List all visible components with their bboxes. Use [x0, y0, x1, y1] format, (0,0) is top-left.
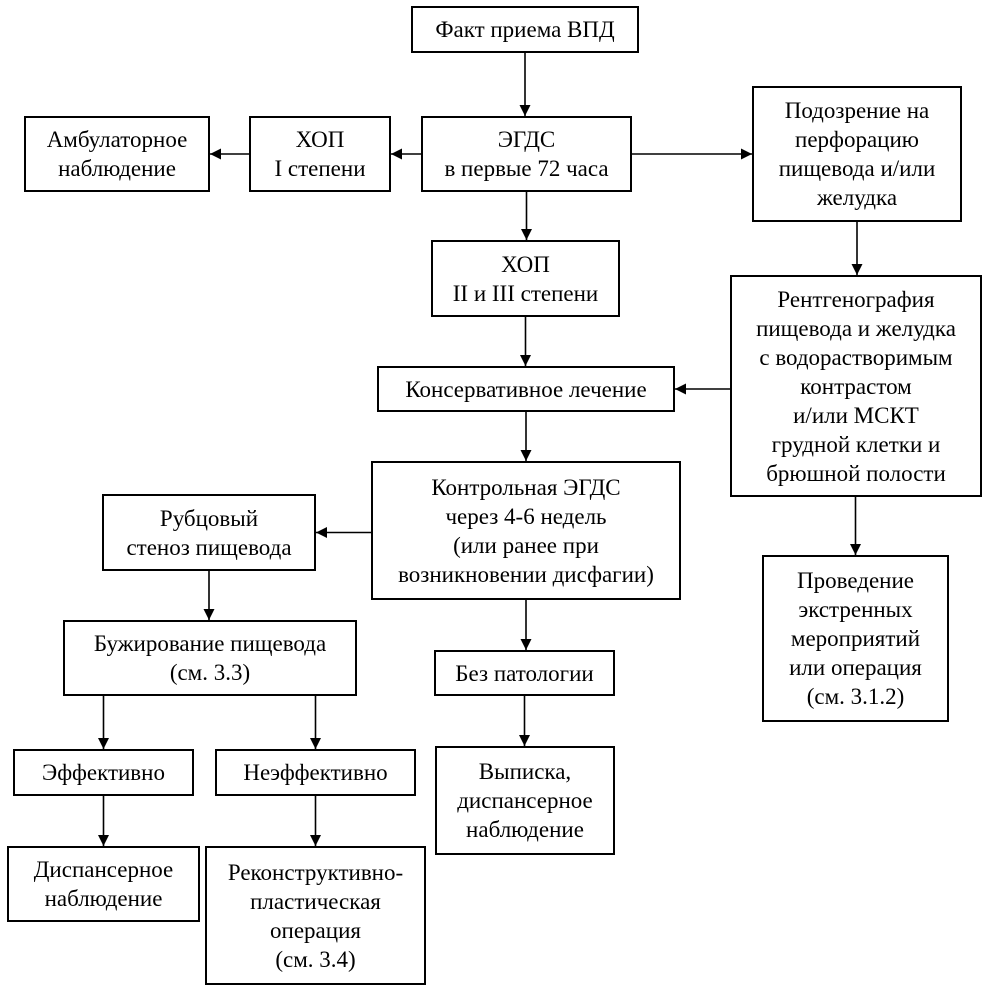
node-ambulatory-line: Амбулаторное: [46, 127, 188, 152]
node-no-pathology: Без патологии: [434, 650, 615, 696]
node-ambulatory-line: наблюдение: [58, 156, 176, 181]
node-ambulatory-text: Амбулаторное наблюдение: [47, 125, 188, 183]
node-control-egds-line: (или ранее при: [453, 532, 599, 558]
node-control-egds: Контрольная ЭГДС через 4-6 недель (или р…: [371, 461, 681, 600]
node-hop1: ХОП I степени: [249, 116, 391, 192]
node-discharge-line: наблюдение: [466, 817, 584, 842]
node-hop1-text: ХОП I степени: [274, 125, 365, 183]
node-discharge-line: Выписка,: [478, 759, 572, 784]
node-ineffective-text: Неэффективно: [243, 758, 387, 787]
node-conservative-text: Консервативное лечение: [405, 375, 646, 404]
node-xray-line: пищевода и желудка: [756, 315, 956, 341]
node-emergency-line: экстренных: [798, 597, 913, 622]
node-perforation-line: перфорацию: [795, 127, 919, 152]
node-no-pathology-line: Без патологии: [455, 660, 594, 686]
node-effective: Эффективно: [13, 749, 194, 796]
node-perforation-line: Подозрение на: [784, 98, 930, 123]
node-dispensary-line: Диспансерное: [33, 857, 174, 882]
node-intake-line: Факт приема ВПД: [435, 17, 615, 42]
node-hop23-line: II и III степени: [452, 280, 599, 306]
node-xray-line: с водорастворимым: [759, 344, 953, 370]
node-stenosis-line: Рубцовый: [159, 505, 259, 531]
node-xray-line: брюшной полости: [766, 460, 946, 486]
node-ineffective-line: Неэффективно: [243, 760, 388, 785]
node-emergency: Проведение экстренных мероприятий или оп…: [762, 555, 949, 722]
node-ambulatory: Амбулаторное наблюдение: [24, 116, 210, 192]
node-egds-text: ЭГДС в первые 72 часа: [444, 125, 608, 183]
node-emergency-line: мероприятий: [790, 626, 921, 651]
node-control-egds-text: Контрольная ЭГДС через 4-6 недель (или р…: [398, 473, 654, 589]
node-reconstructive-line: (см. 3.4): [275, 946, 356, 972]
node-control-egds-line: через 4-6 недель: [445, 503, 607, 529]
node-conservative: Консервативное лечение: [377, 366, 675, 412]
node-discharge-text: Выписка, диспансерное наблюдение: [457, 757, 593, 844]
node-egds: ЭГДС в первые 72 часа: [421, 116, 632, 192]
node-emergency-line: (см. 3.1.2): [806, 684, 905, 709]
node-conservative-line: Консервативное лечение: [405, 376, 647, 402]
node-stenosis-line: стеноз пищевода: [126, 534, 292, 560]
node-perforation: Подозрение на перфорацию пищевода и/или …: [752, 86, 962, 222]
node-stenosis-text: Рубцовый стеноз пищевода: [126, 504, 291, 562]
node-bougienage-line: Бужирование пищевода: [93, 631, 327, 656]
node-perforation-line: пищевода и/или: [778, 156, 936, 181]
node-dispensary-line: наблюдение: [44, 886, 163, 911]
node-control-egds-line: Контрольная ЭГДС: [431, 474, 621, 500]
node-egds-line: в первые 72 часа: [444, 156, 609, 181]
node-reconstructive-line: операция: [270, 917, 361, 943]
node-dispensary: Диспансерное наблюдение: [7, 846, 200, 922]
node-emergency-line: Проведение: [797, 568, 914, 593]
node-ineffective: Неэффективно: [215, 749, 416, 796]
node-bougienage: Бужирование пищевода (см. 3.3): [63, 620, 357, 696]
node-xray-line: Рентгенография: [777, 286, 935, 312]
node-bougienage-line: (см. 3.3): [169, 660, 251, 685]
node-egds-line: ЭГДС: [497, 127, 556, 152]
node-discharge-line: диспансерное: [457, 788, 593, 813]
node-reconstructive-text: Реконструктивно- пластическая операция (…: [228, 858, 403, 974]
node-control-egds-line: возникновении дисфагии): [398, 561, 654, 587]
node-no-pathology-text: Без патологии: [455, 659, 593, 688]
node-hop1-line: ХОП: [295, 127, 345, 152]
node-bougienage-text: Бужирование пищевода (см. 3.3): [94, 629, 326, 687]
node-dispensary-text: Диспансерное наблюдение: [34, 855, 174, 913]
node-xray-line: грудной клетки и: [771, 431, 941, 457]
node-perforation-line: желудка: [816, 185, 898, 210]
node-stenosis: Рубцовый стеноз пищевода: [102, 494, 316, 571]
node-emergency-line: или операция: [789, 655, 922, 680]
node-hop23: ХОП II и III степени: [431, 240, 620, 317]
node-xray-line: контрастом: [800, 373, 912, 399]
node-hop23-line: ХОП: [501, 251, 550, 277]
node-intake: Факт приема ВПД: [411, 6, 639, 53]
node-discharge: Выписка, диспансерное наблюдение: [435, 746, 615, 855]
node-perforation-text: Подозрение на перфорацию пищевода и/или …: [779, 96, 936, 212]
node-hop23-text: ХОП II и III степени: [453, 250, 598, 308]
node-xray: Рентгенография пищевода и желудка с водо…: [730, 275, 982, 497]
node-emergency-text: Проведение экстренных мероприятий или оп…: [789, 566, 922, 711]
node-hop1-line: I степени: [274, 156, 366, 181]
node-intake-text: Факт приема ВПД: [435, 15, 614, 44]
node-xray-line: и/или МСКТ: [793, 402, 919, 428]
node-reconstructive: Реконструктивно- пластическая операция (…: [205, 846, 426, 985]
node-xray-text: Рентгенография пищевода и желудка с водо…: [756, 285, 956, 488]
node-reconstructive-line: Реконструктивно-: [227, 859, 404, 885]
node-effective-line: Эффективно: [42, 760, 165, 785]
node-reconstructive-line: пластическая: [250, 888, 381, 914]
node-effective-text: Эффективно: [42, 758, 165, 787]
